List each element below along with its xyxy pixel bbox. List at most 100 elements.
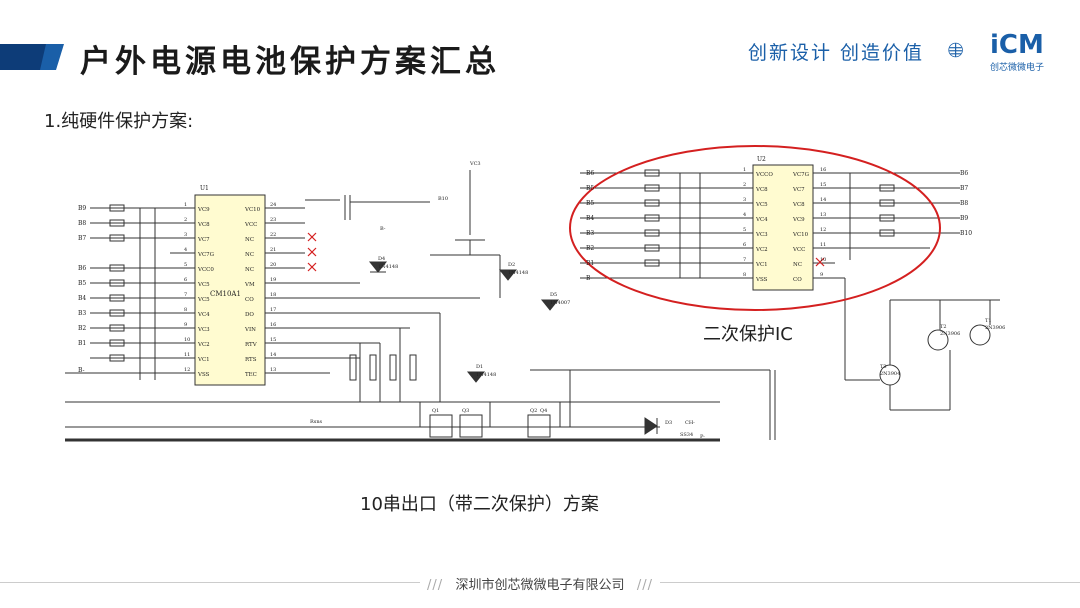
second-ic-pin-label: VC8 [755,187,768,193]
footer-slashes-left: /// [426,578,444,593]
main-ic-pin-number: 20 [270,262,276,268]
main-ic-pin-number: 10 [184,337,190,343]
main-ic-pin-label: TEC [245,372,257,378]
component-label: 1N4148 [476,372,496,378]
main-ic-pin-label: VC5 [197,297,210,303]
second-ic-pin-number: 6 [743,242,746,248]
cell-label: B8 [960,200,968,207]
main-ic-pin-label: VCC [244,222,257,228]
section-heading: 1.纯硬件保护方案: [44,111,194,132]
second-ic-body [752,164,814,291]
component-label: T3 [880,364,887,370]
second-ic-pin-label: VCC [792,247,805,253]
main-ic-pin-number: 4 [184,247,187,253]
cell-label: B- [78,367,85,374]
main-ic-pin-label: VC8 [197,222,210,228]
component-label: D4 [378,256,385,262]
main-ic-pin-label: VC4 [197,312,210,318]
cell-label: B2 [78,325,86,332]
company-logo [948,42,963,58]
main-ic-pin-number: 14 [270,352,276,358]
footer-line-left [0,582,420,583]
main-ic-pin-number: 19 [270,277,276,283]
main-ic-pin-number: 8 [184,307,187,313]
logo-text: iCM [990,30,1044,60]
main-ic-pin-number: 9 [184,322,187,328]
cell-label: B7 [960,185,968,192]
main-ic-pin-number: 6 [184,277,187,283]
second-ic-pin-label: VC7 [792,187,805,193]
second-ic-pin-label: VC3 [755,232,768,238]
second-ic-pin-number: 15 [820,182,826,188]
main-ic-pin-label: VSS [197,372,210,378]
scheme-caption: 10串出口（带二次保护）方案 [360,494,599,515]
second-ic-pin-number: 9 [820,272,823,278]
cell-label: B9 [960,215,968,222]
component-label: T2 [940,324,947,330]
second-ic-pin-label: VC8 [792,202,805,208]
main-ic-pin-label: VCC0 [197,267,214,273]
cell-label: B2 [586,245,594,252]
cell-label: B5 [586,200,594,207]
mosfet-array [419,402,561,438]
component-label: T1 [985,318,992,324]
main-ic-pin-label: VC1 [197,357,210,363]
protection-ic-highlight [569,145,941,311]
header-accent-bar [0,44,64,70]
component-label: Q2 [530,408,537,414]
second-ic-pin-label: VC2 [755,247,768,253]
main-ic-pin-number: 16 [270,322,276,328]
second-ic-pin-label: VC5 [755,202,768,208]
component-label: 1N4007 [550,300,570,306]
logo-subtext: 创芯微微电子 [990,63,1045,73]
second-ic-pin-label: VC7G [792,172,809,178]
component-label: 1N4148 [508,270,528,276]
cell-label: B3 [586,230,594,237]
second-ic-pin-number: 4 [743,212,746,218]
main-ic-pin-number: 2 [184,217,187,223]
second-ic-rc-network [644,169,895,278]
second-ic-pin-number: 7 [743,257,746,263]
second-ic-pin-number: 3 [743,197,746,203]
component-label: B- [380,226,386,232]
component-label: Q4 [540,408,547,414]
cell-label: B4 [586,215,594,222]
main-ic-pin-number: 15 [270,337,276,343]
cell-label: B1 [78,340,86,347]
footer: /// 深圳市创芯微微电子有限公司 /// [0,574,1080,593]
main-ic-name: CM10A1 [210,290,241,298]
cell-label: B4 [78,295,86,302]
cell-label: B9 [78,205,86,212]
main-ic-pin-number: 18 [270,292,276,298]
second-ic-pin-label: VC10 [792,232,809,238]
second-ic-pin-number: 5 [743,227,746,233]
main-ic-pin-label: NC [245,267,254,273]
main-ic-pin-label: RTS [245,357,257,363]
main-ic-pin-label: VC7G [197,252,214,258]
main-ic-ref: U1 [200,185,209,192]
component-label: D2 [508,262,515,268]
cell-label: B6 [586,170,594,177]
component-label: D1 [476,364,483,370]
component-label: 1N4148 [378,264,398,270]
main-ic-pin-label: VC7 [197,237,210,243]
cell-label: B3 [78,310,86,317]
component-label: 2N3906 [940,331,960,337]
main-ic-pin-label: RTV [245,342,258,348]
second-ic-pin-number: 12 [820,227,826,233]
slogan: 创新设计 创造价值 [748,42,925,64]
component-label: 2N3904 [880,371,900,377]
component-label: D3 [665,420,672,426]
second-ic-pin-label: CO [793,277,802,283]
main-ic-pin-number: 23 [270,217,276,223]
component-label: Q3 [462,408,469,414]
